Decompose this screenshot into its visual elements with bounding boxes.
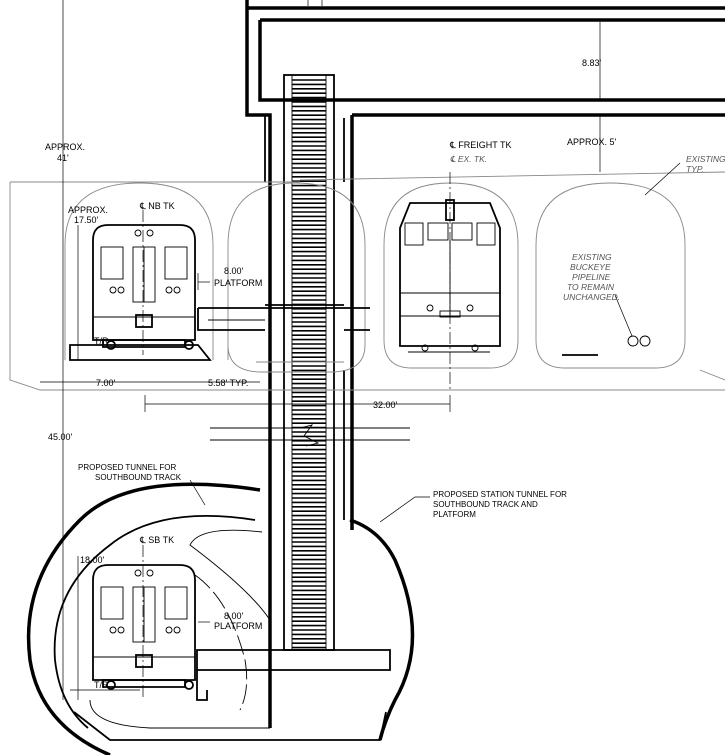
nb-tk-label: ℄ NB TK: [139, 201, 175, 211]
dim-558-label: 5.58' TYP.: [208, 378, 248, 388]
surface-structure: [245, 0, 725, 728]
buckeye-line-4: TO REMAIN: [567, 282, 615, 292]
buckeye-line-5: UNCHANGED.: [563, 292, 620, 302]
approx-41-label-a: APPROX.: [45, 142, 85, 152]
station-tunnel-label-1: PROPOSED STATION TUNNEL FOR: [433, 490, 567, 499]
dim-1800-label: 18.00': [80, 555, 105, 565]
freight-tk-label: ℄ FREIGHT TK: [449, 140, 511, 150]
station-tunnel-label-2: SOUTHBOUND TRACK AND: [433, 500, 538, 509]
dim-883-label: 8.83': [582, 58, 602, 68]
escalator-rungs: [292, 79, 326, 649]
approx-5-label: APPROX. 5': [567, 137, 617, 147]
existing-tunnel-box: [9, 171, 725, 391]
approx-1750-label-b: 17.50': [74, 215, 99, 225]
existing-track: [256, 335, 651, 363]
sb-tunnel-label-1: PROPOSED TUNNEL FOR: [78, 463, 176, 472]
tr-top-label: T/R: [94, 336, 109, 346]
break-line: [210, 424, 410, 447]
sb-tk-label: ℄ SB TK: [139, 535, 174, 545]
escalator-shaft: [283, 74, 335, 651]
dim-4500-label: 45.00': [48, 432, 73, 442]
top-platform: [69, 304, 370, 361]
sb-train: [92, 564, 196, 690]
tr-bot-label: T/R: [94, 680, 109, 690]
buckeye-line-2: BUCKEYE: [570, 262, 611, 272]
dim-700-label: 7.00': [96, 378, 116, 388]
existing-typ-label-b: TYP.: [686, 164, 704, 174]
approx-41-label-b: 41': [57, 153, 69, 163]
platform-top-label: PLATFORM: [214, 278, 262, 288]
platform-top-dim: 8.00': [224, 266, 244, 276]
nb-train: [92, 224, 196, 350]
platform-bot-dim: 8.00': [224, 611, 244, 621]
buckeye-line-3: PIPELINE: [572, 272, 611, 282]
ex-tk-label: ℄ EX. TK.: [450, 154, 487, 164]
dim-3200-label: 32.00': [373, 400, 398, 410]
lower-station-tunnel: [26, 482, 415, 755]
existing-typ-label-a: EXISTING: [686, 154, 725, 164]
dimension-lines: [40, 0, 681, 700]
annotations: APPROX. 41' 8.83' APPROX. 5' ℄ FREIGHT T…: [45, 58, 725, 690]
station-tunnel-label-3: PLATFORM: [433, 510, 476, 519]
platform-bot-label: PLATFORM: [214, 621, 262, 631]
tunnel-arches: [64, 182, 686, 373]
buckeye-line-1: EXISTING: [572, 252, 612, 262]
sb-tunnel-label-2: SOUTHBOUND TRACK: [95, 473, 182, 482]
approx-1750-label-a: APPROX.: [68, 205, 108, 215]
